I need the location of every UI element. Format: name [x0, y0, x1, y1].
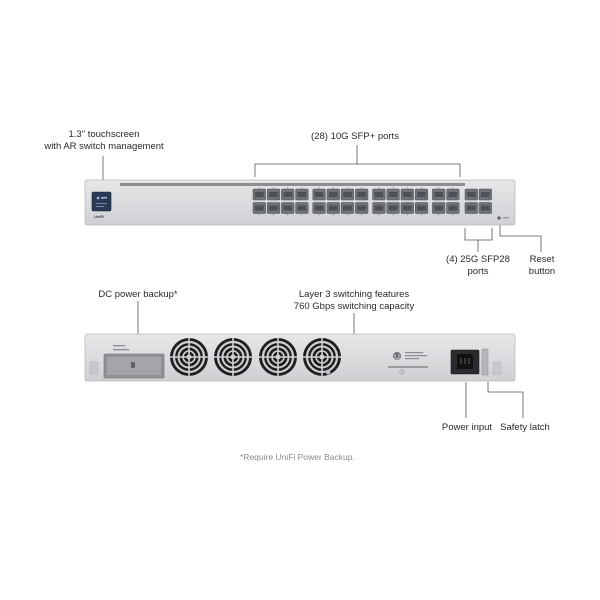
sfp-plus-port: [281, 188, 295, 201]
sfp-plus-callout: (28) 10G SFP+ ports: [311, 131, 399, 142]
touchscreen-display: [91, 191, 112, 212]
sfp-plus-bracket: [254, 163, 461, 177]
sfp28-port: [464, 188, 478, 201]
sfp-plus-port: [312, 202, 326, 214]
sfp-plus-port: [386, 202, 400, 214]
sfp-plus-port: [446, 202, 460, 214]
sfp-plus-port: [400, 188, 414, 201]
front-vent-strip: [120, 183, 465, 186]
sfp-plus-port: [432, 188, 446, 201]
sfp-plus-port: [355, 188, 369, 201]
footnote: *Require UniFi Power Backup.: [240, 452, 355, 462]
sfp-plus-port: [414, 202, 429, 214]
fan-icon: [259, 338, 297, 376]
sfp28-callout: (4) 25G SFP28 ports: [433, 254, 523, 278]
safety-latch-callout: Safety latch: [500, 422, 550, 433]
rear-panel: [84, 333, 516, 382]
sfp-plus-port: [266, 202, 281, 214]
layer3-callout: Layer 3 switching features 760 Gbps swit…: [284, 289, 424, 313]
dc-power-callout: DC power backup*: [98, 289, 178, 300]
front-logo: UniFi: [94, 214, 104, 219]
layer3-callout-line1: Layer 3 switching features: [298, 289, 410, 300]
sfp-plus-port: [252, 188, 266, 201]
sfp-plus-port: [266, 188, 281, 201]
safety-latch-leader: [487, 382, 524, 418]
reset-button: [497, 216, 501, 220]
sfp-plus-port: [386, 188, 400, 201]
safety-latch: [481, 348, 489, 376]
reset-callout-line1: Reset: [529, 254, 555, 265]
sfp-plus-port: [400, 202, 414, 214]
callout-lines: [102, 145, 542, 418]
sfp28-port: [464, 202, 478, 214]
sfp-plus-port: [414, 188, 429, 201]
reset-callout: Reset button: [517, 254, 567, 278]
touchscreen-callout-line1: 1.3" touchscreen: [68, 129, 140, 140]
reset-callout-line2: button: [528, 266, 556, 277]
sfp28-port: [478, 188, 492, 201]
sfp28-callout-line2: ports: [467, 266, 489, 277]
sfp-plus-port: [312, 188, 326, 201]
dc-power-backup-slot: [103, 353, 165, 379]
sfp-plus-port: [355, 202, 369, 214]
sfp-plus-port: [340, 188, 355, 201]
sfp-plus-port: [326, 188, 340, 201]
rear-chassis: [84, 333, 516, 382]
front-chassis: [84, 179, 516, 226]
sfp-plus-port: [295, 188, 309, 201]
touchscreen-callout-line2: with AR switch management: [44, 141, 164, 152]
front-panel: [84, 179, 516, 226]
fan-icon: [303, 338, 341, 376]
sfp28-port-block: [464, 188, 492, 214]
ubiquiti-logo-icon: [393, 352, 401, 360]
sfp-plus-port: [295, 202, 309, 214]
fan-array: [170, 338, 341, 376]
fan-icon: [214, 338, 252, 376]
power-input-socket: [450, 349, 480, 375]
layer3-callout-line2: 760 Gbps switching capacity: [293, 301, 415, 312]
sfp-plus-port: [432, 202, 446, 214]
sfp28-callout-line1: (4) 25G SFP28: [446, 254, 510, 265]
touchscreen-callout: 1.3" touchscreen with AR switch manageme…: [34, 129, 174, 153]
sfp-plus-port-block: [252, 187, 460, 216]
sfp-plus-port: [446, 188, 460, 201]
fan-icon: [170, 338, 208, 376]
sfp-plus-port: [281, 202, 295, 214]
sfp-plus-port: [372, 188, 386, 201]
sfp28-bracket: [464, 228, 493, 241]
reset-leader: [499, 225, 542, 252]
sfp-plus-port: [326, 202, 340, 214]
sfp28-port: [478, 202, 492, 214]
sfp-plus-port: [372, 202, 386, 214]
sfp-plus-port: [252, 202, 266, 214]
power-input-callout: Power input: [441, 422, 493, 433]
sfp-plus-port: [340, 202, 355, 214]
